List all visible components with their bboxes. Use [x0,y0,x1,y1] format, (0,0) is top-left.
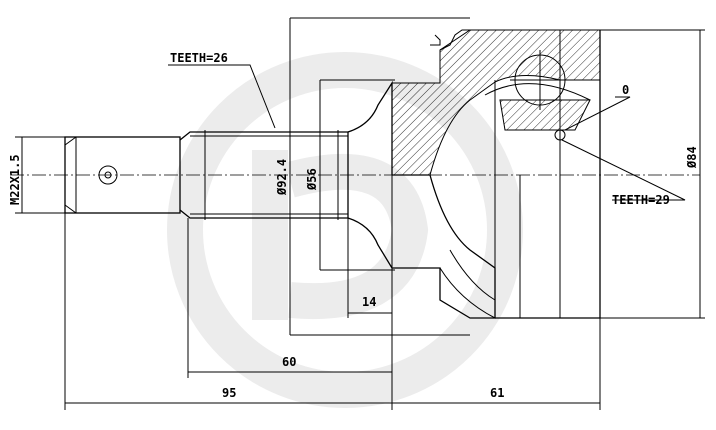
threaded-stub [64,136,181,214]
ball-cage [484,50,591,141]
watermark-logo [167,52,523,408]
label-dia-seal: Ø56 [305,168,319,191]
label-abs-ring: 0 [622,83,629,97]
label-thread: M22X1.5 [8,154,22,205]
dim-horizontal-lines [64,213,601,410]
bell-housing [391,29,601,319]
label-dia-spline: Ø92.4 [275,159,289,196]
label-dim-60: 60 [282,355,296,369]
leader-lines [168,64,686,201]
label-teeth-26: TEETH=26 [170,51,228,65]
label-teeth-29: TEETH=29 [612,193,670,207]
label-dia-body: Ø84 [685,146,699,169]
label-dim-61: 61 [490,386,504,400]
dim-vertical-lines [15,17,705,336]
spline-shaft [179,130,349,220]
label-dim-95: 95 [222,386,236,400]
label-dim-14: 14 [362,295,376,309]
